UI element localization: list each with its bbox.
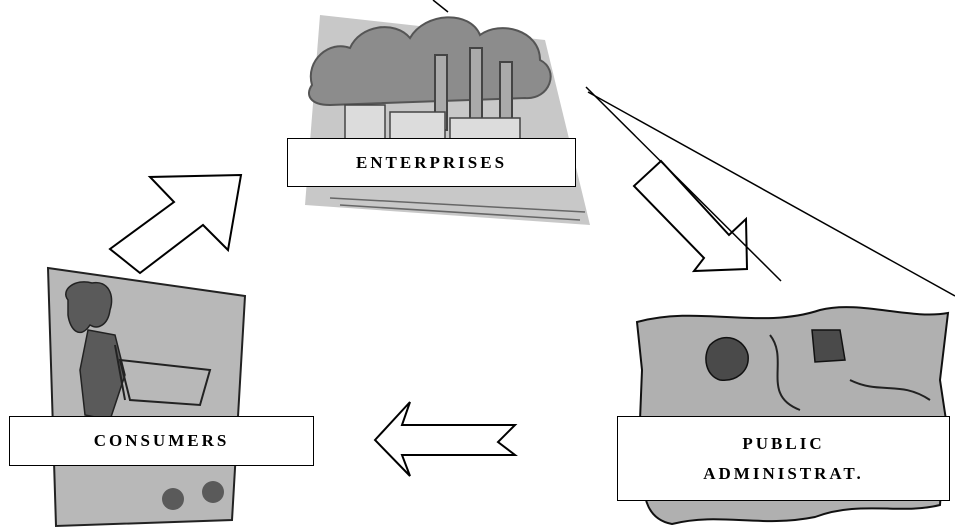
- public-administration-label-box: PUBLIC ADMINISTRAT.: [617, 416, 950, 501]
- enterprises-label-box: ENTERPRISES: [287, 138, 576, 187]
- consumers-label: CONSUMERS: [93, 431, 230, 450]
- public-administration-label-line2: ADMINISTRAT.: [703, 463, 864, 483]
- connector-lines: [432, 0, 955, 297]
- arrow-enterprises-to-public: [632, 159, 749, 273]
- enterprises-label: ENTERPRISES: [355, 152, 508, 172]
- arrow-consumers-to-enterprises: [108, 173, 243, 275]
- public-administration-label-line1: PUBLIC: [742, 433, 825, 453]
- consumers-label-box: CONSUMERS: [9, 416, 314, 466]
- arrow-public-to-consumers: [373, 401, 518, 477]
